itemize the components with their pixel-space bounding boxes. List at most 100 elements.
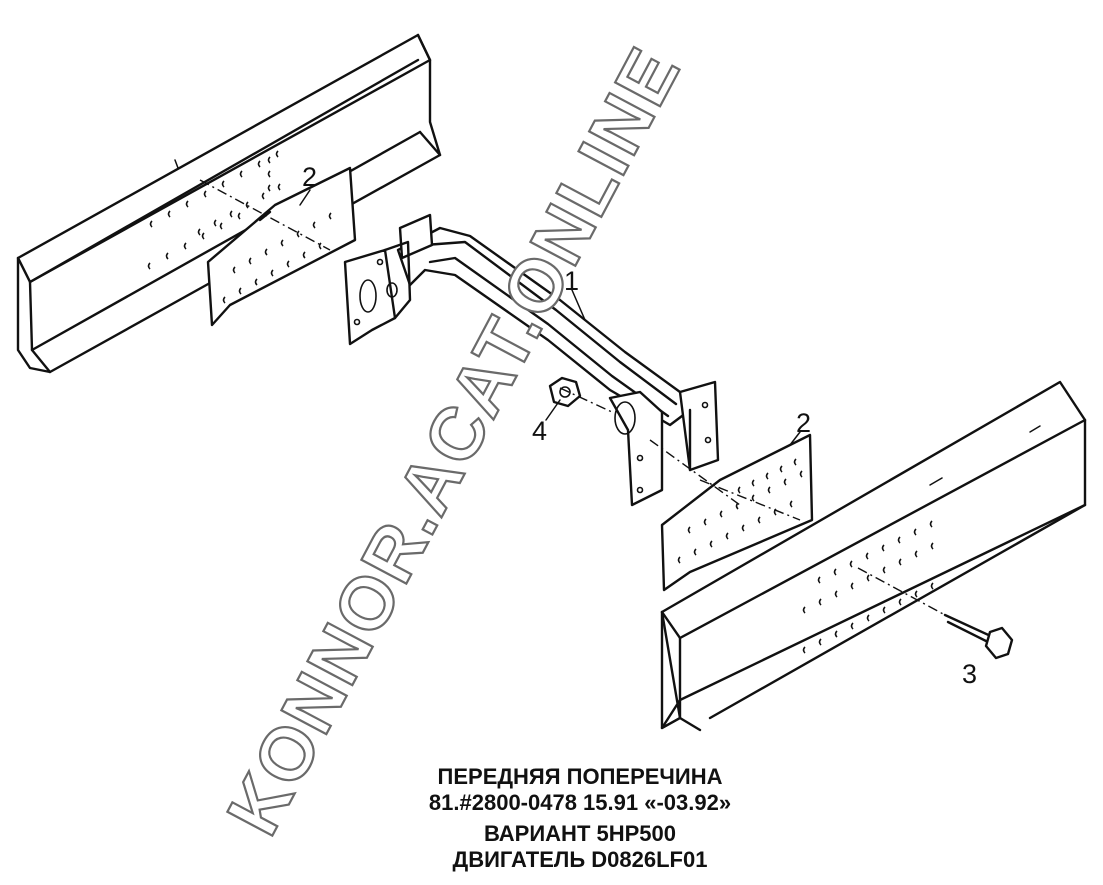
caption-part-number: 81.#2800-0478 15.91 «-03.92» <box>428 790 732 815</box>
callout-3: 3 <box>962 659 977 689</box>
rivet-hole <box>866 574 870 582</box>
rivet-hole <box>185 200 189 208</box>
rivet-hole <box>757 516 761 524</box>
rivet-hole <box>318 242 322 250</box>
rivet-hole <box>850 622 854 630</box>
right-mounting-bracket <box>608 390 712 507</box>
watermark: KONNOR.ACAT.ONLINE <box>211 34 696 848</box>
rivet-hole <box>930 582 934 590</box>
left-gusset-plate <box>206 166 357 327</box>
rivet-hole <box>267 184 271 192</box>
rivet-hole <box>929 520 933 528</box>
right-frame-rail <box>660 380 1087 732</box>
rivet-hole <box>834 590 838 598</box>
rivet-hole <box>703 518 707 526</box>
rivet-hole <box>725 532 729 540</box>
rivet-hole <box>779 465 783 473</box>
rivet-hole <box>799 470 803 478</box>
rivet-hole <box>270 269 274 277</box>
rivet-hole <box>328 212 332 220</box>
rivet-hole <box>183 242 187 250</box>
rivet-hole <box>741 524 745 532</box>
rivet-hole <box>237 212 241 220</box>
rivet-hole <box>802 606 806 614</box>
rivet-hole <box>238 287 242 295</box>
rivet-hole <box>280 239 284 247</box>
rivet-hole <box>261 192 265 200</box>
rivet-hole <box>765 472 769 480</box>
rivet-hole <box>897 536 901 544</box>
rivet-hole <box>222 296 226 304</box>
leader-lines <box>299 189 801 446</box>
left-rail-holes <box>147 150 332 304</box>
rivet-hole <box>866 614 870 622</box>
rivet-hole <box>201 232 205 240</box>
rivet-hole <box>296 230 300 238</box>
rivet-hole <box>254 278 258 286</box>
rivet-hole <box>783 478 787 486</box>
rivet-hole <box>277 183 281 191</box>
rivet-hole <box>239 170 243 178</box>
rivet-hole <box>213 219 217 227</box>
rivet-hole <box>693 548 697 556</box>
rivet-hole <box>802 646 806 654</box>
rivet-hole <box>817 576 821 584</box>
rivet-hole <box>882 606 886 614</box>
rivet-hole <box>245 201 249 209</box>
rivet-hole <box>709 540 713 548</box>
rivet-hole <box>914 590 918 598</box>
rivet-hole <box>312 221 316 229</box>
rivet-hole <box>248 257 252 265</box>
rivet-hole <box>913 528 917 536</box>
rivet-hole <box>677 556 681 564</box>
rivet-hole <box>751 494 755 502</box>
rivet-hole <box>818 638 822 646</box>
rivet-hole <box>898 598 902 606</box>
callout-2-right: 2 <box>796 408 811 438</box>
caption-title: ПЕРЕДНЯЯ ПОПЕРЕЧИНА <box>437 764 723 789</box>
rivet-hole <box>219 222 223 230</box>
rivet-hole <box>147 262 151 270</box>
nut <box>548 376 582 408</box>
rivet-hole <box>789 500 793 508</box>
rivet-hole <box>221 180 225 188</box>
rivet-hole <box>833 568 837 576</box>
rivet-hole <box>850 582 854 590</box>
rivet-hole <box>834 630 838 638</box>
rivet-hole <box>267 170 271 178</box>
assembly-lines <box>199 179 946 616</box>
rivet-hole <box>264 248 268 256</box>
rivet-hole <box>302 251 306 259</box>
rivet-hole <box>149 220 153 228</box>
callout-1: 1 <box>564 266 579 296</box>
rivet-hole <box>167 210 171 218</box>
rivet-hole <box>165 252 169 260</box>
right-rail-holes <box>677 458 934 654</box>
rivet-hole <box>849 560 853 568</box>
rivet-hole <box>257 160 261 168</box>
caption-engine: ДВИГАТЕЛЬ D0826LF01 <box>452 847 708 872</box>
rivet-hole <box>719 510 723 518</box>
bolt <box>943 613 1014 660</box>
rivet-hole <box>898 558 902 566</box>
rivet-hole <box>203 190 207 198</box>
rivet-hole <box>793 458 797 466</box>
rivet-hole <box>737 486 741 494</box>
rivet-hole <box>881 544 885 552</box>
rivet-hole <box>197 228 201 236</box>
rivet-hole <box>275 150 279 158</box>
rivet-hole <box>286 260 290 268</box>
right-gusset-plate <box>660 433 814 592</box>
rivet-hole <box>865 552 869 560</box>
rivet-hole <box>818 598 822 606</box>
rivet-hole <box>930 542 934 550</box>
rivet-hole <box>267 156 271 164</box>
caption-variant: ВАРИАНТ 5HP500 <box>484 821 676 846</box>
rivet-hole <box>882 566 886 574</box>
callout-4: 4 <box>532 416 547 446</box>
crossmember-beam <box>396 213 720 472</box>
rivet-hole <box>751 479 755 487</box>
rivet-hole <box>767 486 771 494</box>
rivet-hole <box>229 210 233 218</box>
rivet-hole <box>687 526 691 534</box>
